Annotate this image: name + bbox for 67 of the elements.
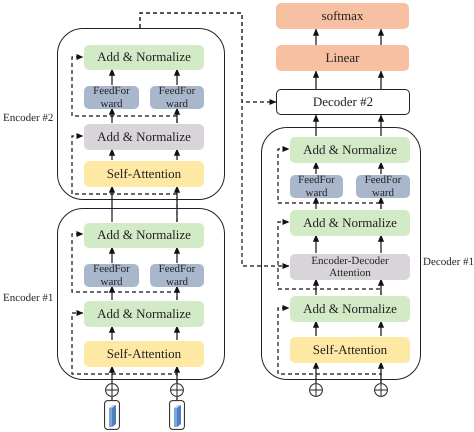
input-vector-icon — [169, 400, 185, 430]
process-box: Add & Normalize — [84, 45, 204, 70]
encoder-label: Encoder #1 — [3, 292, 54, 304]
process-box: Add & Normalize — [290, 210, 410, 236]
encoder-label: Encoder #2 — [3, 112, 54, 124]
arrow — [108, 186, 116, 222]
arrow — [378, 234, 384, 253]
arrow — [108, 286, 116, 300]
arrow — [312, 70, 320, 89]
sum-circle — [170, 383, 184, 397]
arrow — [378, 162, 384, 174]
input-vector-icon — [104, 400, 120, 430]
arrow — [378, 114, 384, 136]
sum-circle — [374, 383, 388, 397]
encoder-block — [261, 127, 421, 380]
arrow — [312, 196, 320, 209]
process-box: Add & Normalize — [290, 137, 410, 163]
arrow — [108, 326, 116, 340]
process-box: Add & Normalize — [84, 124, 204, 150]
arrow — [108, 108, 116, 123]
arrow — [378, 320, 384, 336]
process-box: FeedFor ward — [84, 264, 139, 287]
arrow — [174, 148, 180, 160]
arrow — [312, 114, 320, 136]
arrow — [312, 234, 320, 253]
arrow — [174, 326, 180, 340]
residual-arrow — [71, 132, 178, 222]
encoder-block — [57, 28, 225, 200]
decoder-label: Decoder #1 — [423, 256, 474, 268]
process-box: FeedFor ward — [150, 264, 204, 287]
process-box: Linear — [276, 45, 409, 71]
arrow — [378, 28, 384, 45]
process-box: FeedFor ward — [290, 175, 343, 198]
arrow — [312, 162, 320, 174]
arrow — [312, 278, 320, 295]
arrow — [312, 28, 320, 45]
arrow — [174, 246, 180, 263]
arrow — [378, 70, 384, 89]
process-box: Self-Attention — [290, 337, 410, 363]
sum-circle — [105, 383, 119, 397]
arrow — [312, 362, 320, 383]
process-box: Add & Normalize — [290, 296, 410, 322]
process-box: FeedFor ward — [150, 86, 204, 109]
residual-arrow — [139, 12, 290, 270]
residual-arrow — [71, 54, 178, 123]
process-box: Add & Normalize — [84, 301, 204, 327]
residual-arrow — [71, 230, 178, 300]
process-box: Self-Attention — [84, 161, 204, 187]
process-box: FeedFor ward — [356, 175, 410, 198]
process-box: Add & Normalize — [84, 223, 204, 248]
process-box: Self-Attention — [84, 341, 204, 367]
arrow — [108, 148, 116, 160]
residual-arrow — [277, 218, 382, 295]
arrow — [108, 246, 116, 263]
process-box: Encoder-Decoder Attention — [290, 254, 410, 280]
encoder-block — [57, 208, 225, 380]
arrow — [108, 366, 116, 383]
process-box: FeedFor ward — [84, 86, 139, 109]
residual-arrow — [277, 304, 382, 383]
arrow — [312, 320, 320, 336]
arrow — [174, 68, 180, 85]
arrow — [108, 68, 116, 85]
residual-arrow — [71, 310, 178, 383]
decoder-box: Decoder #2 — [276, 89, 410, 115]
process-box: softmax — [276, 3, 409, 29]
sum-circle — [309, 383, 323, 397]
residual-arrow — [277, 146, 382, 209]
